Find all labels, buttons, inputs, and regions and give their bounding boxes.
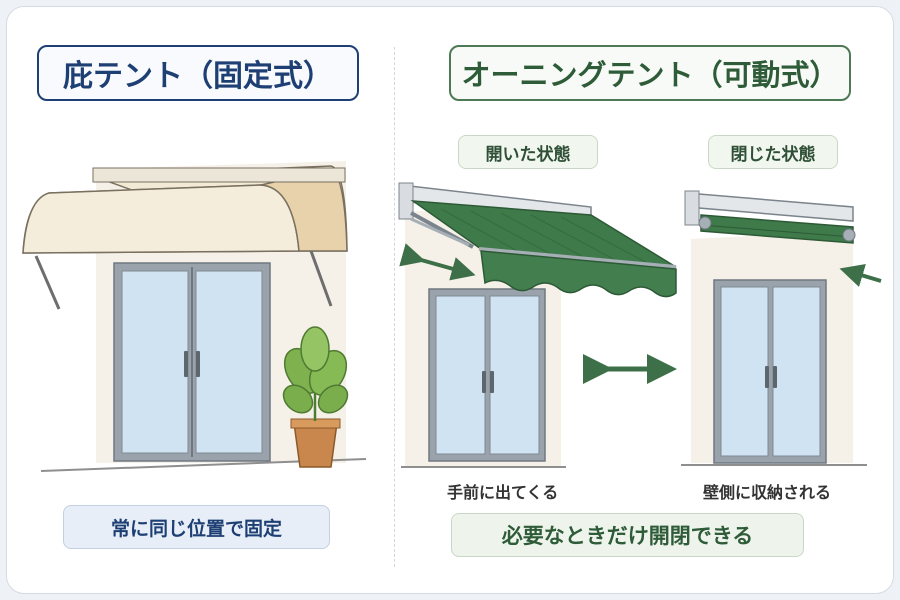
closed-state-label: 閉じた状態 bbox=[708, 135, 838, 169]
scene-illustration bbox=[22, 161, 882, 472]
illustration-card bbox=[6, 6, 894, 594]
plant-icon bbox=[282, 326, 349, 468]
double-arrow-icon bbox=[399, 243, 476, 281]
left-door-glass-left bbox=[121, 270, 189, 454]
open-state-label: 開いた状態 bbox=[458, 135, 598, 169]
left-support-arm bbox=[34, 255, 61, 310]
right-support-arm bbox=[309, 250, 333, 307]
retractable-awning-title: オーニングテント（可動式） bbox=[449, 45, 851, 101]
open-front-bar bbox=[478, 247, 677, 269]
closed-awning-scene bbox=[681, 190, 882, 466]
inward-arrow-icon bbox=[839, 263, 882, 287]
open-arm-lower bbox=[410, 217, 470, 247]
fixed-canopy-top bbox=[92, 167, 346, 183]
open-caption: 手前に出てくる bbox=[447, 483, 559, 502]
fixed-canopy-front bbox=[22, 184, 300, 254]
fixed-awning-title: 庇テント（固定式） bbox=[37, 45, 359, 101]
closed-caption: 壁側に収納される bbox=[703, 483, 832, 502]
open-valance bbox=[480, 250, 677, 298]
panel-divider bbox=[394, 47, 395, 567]
open-awning-scene bbox=[398, 182, 677, 468]
retractable-summary-label: 必要なときだけ開閉できる bbox=[451, 513, 804, 557]
fixed-summary-label: 常に同じ位置で固定 bbox=[63, 505, 330, 549]
fixed-awning-scene bbox=[22, 161, 367, 472]
left-door-handle bbox=[184, 351, 188, 377]
left-door-glass-right bbox=[195, 270, 263, 454]
